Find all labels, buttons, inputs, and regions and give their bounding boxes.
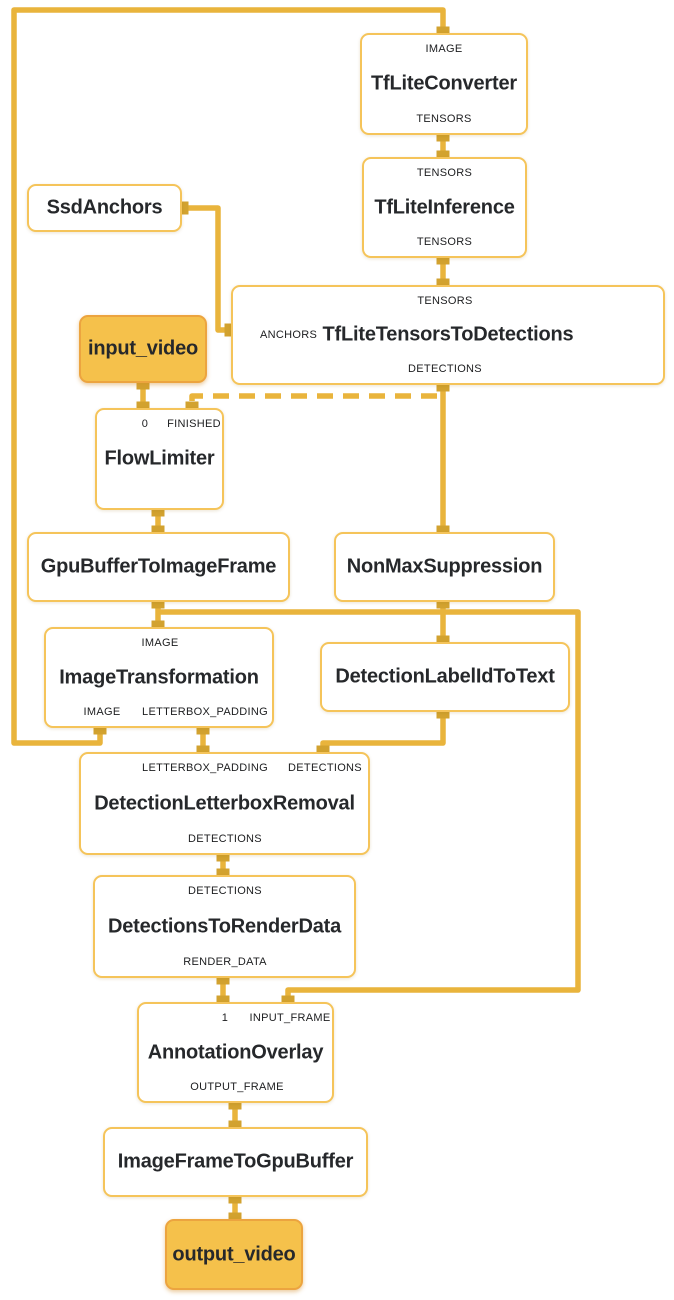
node-title: TfLiteInference: [374, 196, 515, 218]
node-title: GpuBufferToImageFrame: [40, 555, 277, 578]
node-title: ImageTransformation: [59, 666, 259, 688]
node-title: SsdAnchors: [46, 196, 163, 219]
node-title: ImageFrameToGpuBuffer: [117, 1150, 354, 1173]
node-image-transformation[interactable]: IMAGE ImageTransformation IMAGE LETTERBO…: [44, 627, 274, 728]
edge-gpubuffer-to-annotationoverlay: [158, 609, 581, 1005]
node-input-video[interactable]: input_video: [79, 315, 207, 383]
port-label-letterbox-padding-out: LETTERBOX_PADDING: [142, 706, 268, 718]
port-label-image-in: IMAGE: [141, 637, 179, 649]
node-title: TfLiteTensorsToDetections: [322, 323, 574, 346]
port-label-detections-out: DETECTIONS: [188, 833, 262, 845]
port-label-tensors-out: TENSORS: [416, 236, 473, 248]
port-label-detections-in: DETECTIONS: [188, 885, 262, 897]
port-label-detections-in: DETECTIONS: [288, 762, 362, 774]
port-label-anchors-in: ANCHORS: [260, 329, 318, 341]
node-detection-label-id-to-text[interactable]: DetectionLabelIdToText: [320, 642, 570, 712]
port-label-1-in: 1: [221, 1012, 229, 1024]
port-label-image-out: IMAGE: [83, 706, 121, 718]
port-label-tensors-in: TENSORS: [416, 167, 473, 179]
node-detection-letterbox-removal[interactable]: LETTERBOX_PADDING DETECTIONS DetectionLe…: [79, 752, 370, 855]
edge-labelidtotext-to-letterboxremoval: [320, 708, 446, 755]
node-title: DetectionsToRenderData: [107, 915, 342, 937]
node-annotation-overlay[interactable]: 1 INPUT_FRAME AnnotationOverlay OUTPUT_F…: [137, 1002, 334, 1103]
node-image-frame-to-gpu-buffer[interactable]: ImageFrameToGpuBuffer: [103, 1127, 368, 1197]
port-label-image-in: IMAGE: [425, 43, 463, 55]
port-label-input-frame-in: INPUT_FRAME: [249, 1012, 331, 1024]
node-non-max-suppression[interactable]: NonMaxSuppression: [334, 532, 555, 602]
node-title: NonMaxSuppression: [346, 555, 543, 578]
port-label-render-data-out: RENDER_DATA: [183, 956, 267, 968]
node-detections-to-render-data[interactable]: DETECTIONS DetectionsToRenderData RENDER…: [93, 875, 356, 978]
node-title: input_video: [87, 337, 199, 360]
port-label-finished-in: FINISHED: [167, 418, 221, 430]
node-ssd-anchors[interactable]: SsdAnchors: [27, 184, 182, 232]
edge-ssdanchors-to-anchors: [182, 205, 228, 333]
port-label-letterbox-padding-in: LETTERBOX_PADDING: [142, 762, 268, 774]
node-title: DetectionLabelIdToText: [335, 665, 555, 688]
port-label-tensors-in: TENSORS: [417, 295, 473, 307]
edge-imagetransformation-to-tfliteconverter: [11, 7, 446, 746]
node-output-video[interactable]: output_video: [165, 1219, 303, 1290]
node-title: DetectionLetterboxRemoval: [94, 792, 355, 814]
node-title: TfLiteConverter: [371, 72, 517, 95]
node-tflite-converter[interactable]: IMAGE TfLiteConverter TENSORS: [360, 33, 528, 135]
node-tflite-tensors-to-detections[interactable]: TENSORS ANCHORS TfLiteTensorsToDetection…: [231, 285, 665, 385]
port-label-0-in: 0: [141, 418, 149, 430]
node-title: AnnotationOverlay: [147, 1041, 324, 1063]
node-gpu-buffer-to-image-frame[interactable]: GpuBufferToImageFrame: [27, 532, 290, 602]
port-label-detections-out: DETECTIONS: [408, 363, 482, 375]
node-tflite-inference[interactable]: TENSORS TfLiteInference TENSORS: [362, 157, 527, 258]
node-title: FlowLimiter: [104, 447, 215, 470]
edge-detections-to-finished-dashed: [189, 393, 437, 405]
node-title: output_video: [172, 1243, 296, 1265]
port-label-output-frame-out: OUTPUT_FRAME: [190, 1081, 284, 1093]
node-flow-limiter[interactable]: 0 FINISHED FlowLimiter: [95, 408, 224, 510]
port-label-tensors-out: TENSORS: [416, 113, 472, 125]
